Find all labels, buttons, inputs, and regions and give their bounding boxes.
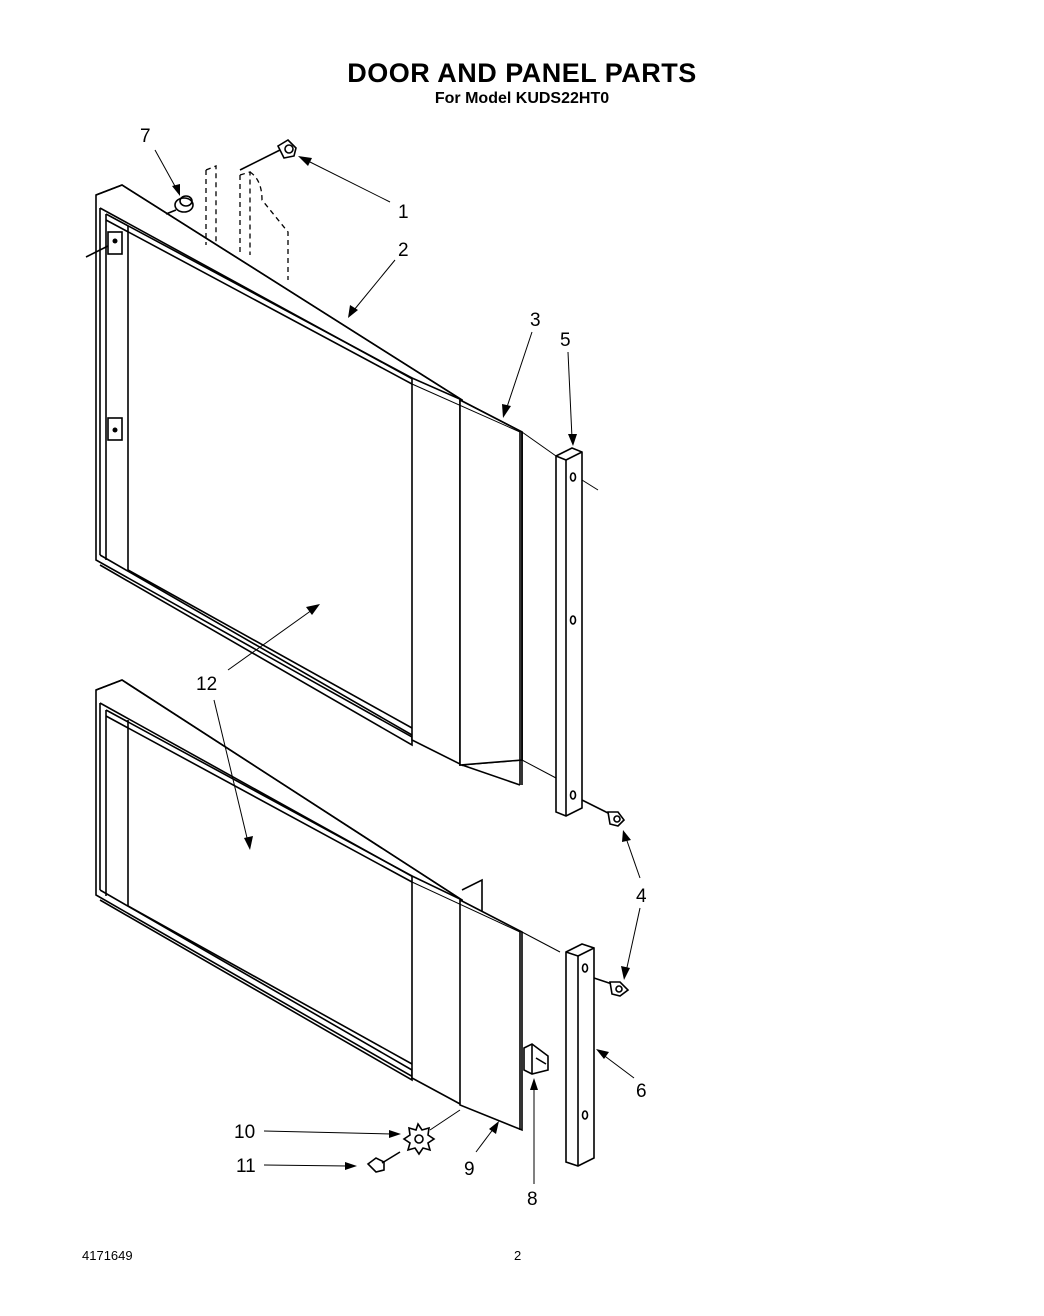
screw-icon [239,138,297,171]
callout-6: 6 [636,1081,647,1102]
page-title: DOOR AND PANEL PARTS [347,58,697,88]
callout-8: 8 [527,1189,538,1210]
bumper-icon [165,195,194,215]
document-number: 4171649 [82,1248,133,1263]
screw-icon [581,799,626,827]
callout-7: 7 [140,126,151,147]
callout-10: 10 [234,1122,255,1143]
callout-5: 5 [560,330,571,351]
callout-9: 9 [464,1159,475,1180]
lower-door-panel [95,679,523,1132]
callout-4: 4 [636,886,647,907]
callout-2: 2 [398,240,409,261]
trim-strip-upper [555,447,599,817]
screw-icon [366,1151,401,1173]
upper-door-panel [85,165,523,786]
page-subtitle: For Model KUDS22HT0 [434,90,610,107]
callout-12: 12 [196,674,217,695]
callout-1: 1 [398,202,409,223]
star-washer-icon [402,1109,461,1156]
trim-strip-lower [565,943,595,1167]
callout-3: 3 [530,310,541,331]
screw-icon [593,977,630,997]
leader-arrows [154,149,641,1184]
page-number: 2 [514,1248,522,1263]
callout-11: 11 [236,1156,256,1177]
bracket-clip [523,1043,549,1075]
